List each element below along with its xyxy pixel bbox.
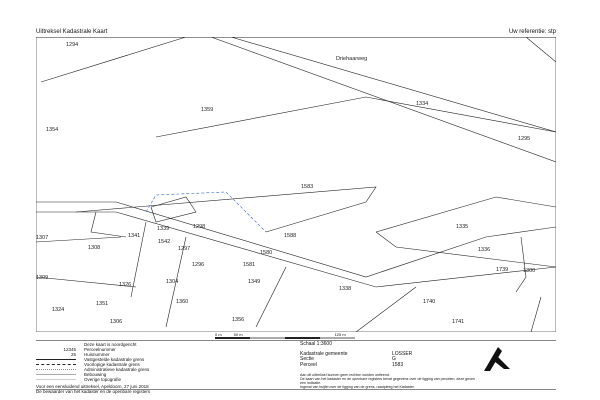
cadastral-map: 1294 1354 1359 1334 1295 1583 1335 1336 1739 1300… — [36, 37, 556, 332]
parcel-number: 1294 — [66, 42, 78, 48]
info-value: LOSSER — [392, 350, 413, 357]
parcel-number: 1295 — [518, 136, 530, 142]
parcel-number: 1338 — [339, 286, 351, 292]
parcel-number: 1356 — [232, 317, 244, 323]
parcel-number: 1300 — [523, 268, 535, 274]
parcel-number: 1308 — [88, 245, 100, 251]
scale-label-0: 0 m — [215, 332, 222, 337]
parcel-number: 1335 — [456, 224, 468, 230]
info-key: Sectie — [300, 356, 314, 362]
reference: Uw referentie: stp — [508, 29, 556, 35]
scale-label-1: 50 m — [233, 332, 243, 337]
scale-label-2: 125 m — [334, 332, 346, 337]
legend-box — [36, 340, 556, 390]
document-title: Uittreksel Kadastrale Kaart — [36, 29, 108, 35]
info-key: Kadastrale gemeente — [300, 350, 348, 357]
parcel-number: 1307 — [36, 235, 48, 241]
parcel-number: 1326 — [119, 282, 131, 288]
legend-label: Overige topografie — [84, 377, 122, 382]
parcel-number: 1581 — [243, 262, 255, 268]
legend-symbol — [36, 362, 84, 367]
parcel-number: 1349 — [248, 279, 260, 285]
parcel-number: 1334 — [416, 101, 428, 107]
parcel-number: 1583 — [301, 184, 313, 190]
parcel-number: 1359 — [201, 107, 213, 113]
disclaimer: Aan dit uittreksel kunnen geen rechten w… — [300, 373, 390, 377]
parcel-number: 1341 — [128, 233, 140, 239]
scale-text: Schaal 1:3600 — [300, 341, 332, 347]
parcel-number: 1339 — [157, 226, 169, 232]
parcel-number: 1297 — [178, 246, 190, 252]
legend-symbol — [36, 372, 84, 377]
parcel-number: 1741 — [452, 319, 464, 325]
parcel-number: 1324 — [52, 307, 64, 313]
parcel-number: 1739 — [496, 267, 508, 273]
keeper-text: De bewaarder van het kadaster en de open… — [36, 389, 151, 394]
legend-label: Voorlopige kadastrale grens — [84, 362, 140, 367]
parcel-number: 1336 — [478, 247, 490, 253]
legend-symbol: 25 — [70, 352, 76, 357]
kadaster-logo — [484, 347, 510, 371]
legend-symbol: 12345 — [63, 347, 76, 352]
legend-symbol — [36, 357, 84, 362]
disclaimer: De kaart van het kadaster en de openbare… — [300, 377, 476, 385]
legend-symbol — [36, 377, 84, 382]
legend: Deze kaart is noordgericht 12345 Perceeln… — [36, 342, 149, 382]
attest-text: Voor een eensluidend uittreksel, Apeldoo… — [36, 384, 149, 389]
parcel-number: 1351 — [96, 301, 108, 307]
info-value: G — [392, 356, 396, 362]
parcel-number: 1296 — [192, 262, 204, 268]
parcel-number: 1354 — [46, 127, 58, 133]
legend-label: Vastgestelde kadastrale grens — [84, 357, 145, 362]
parcel-number: 1542 — [158, 239, 170, 245]
parcel-number: 1309 — [36, 275, 48, 281]
parcel-number: 1360 — [176, 299, 188, 305]
parcel-number: 1298 — [193, 224, 205, 230]
legend-label: Huisnummer — [84, 352, 110, 357]
legend-symbol — [36, 367, 84, 372]
street-name: Driehaarweg — [336, 56, 367, 62]
legend-label: Perceelnummer — [84, 347, 116, 352]
disclaimer: Ingeval van twijfel over de ligging van … — [300, 385, 415, 389]
parcel-number: 1306 — [110, 319, 122, 325]
info-value: 1583 — [392, 361, 404, 368]
parcel-number: 1304 — [166, 279, 178, 285]
parcel-number: 1580 — [260, 250, 272, 256]
legend-label: Administratieve kadastrale grens — [84, 367, 150, 372]
legend-label: Deze kaart is noordgericht — [84, 342, 137, 347]
parcel-number: 1588 — [284, 233, 296, 239]
legend-label: Bebouwing — [84, 372, 107, 377]
parcel-number: 1740 — [423, 299, 435, 305]
scale-bar — [215, 337, 355, 339]
info-key: Perceel — [300, 361, 317, 368]
attestation: Voor een eensluidend uittreksel, Apeldoo… — [36, 384, 150, 394]
